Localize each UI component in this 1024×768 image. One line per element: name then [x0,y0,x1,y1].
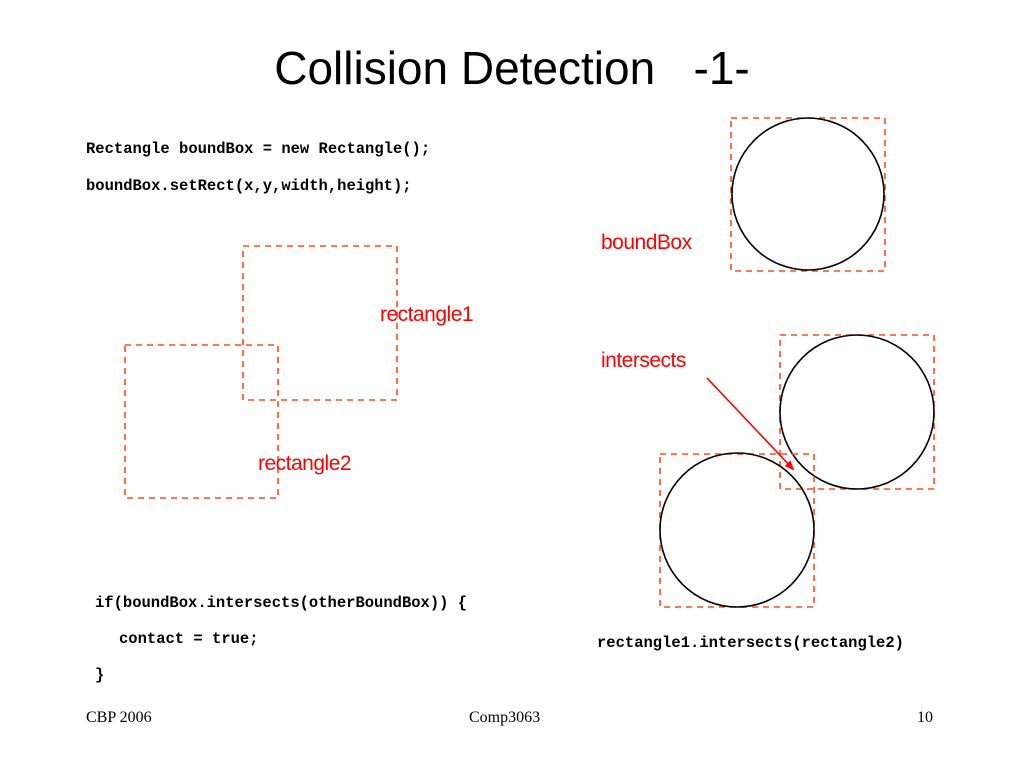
rectangle1-dashed-box [242,245,398,401]
lower-circle-dashed-box [659,453,815,608]
code-line-rectangle-declaration: Rectangle boundBox = new Rectangle(); [86,140,431,158]
upper-circle [779,334,935,490]
boundbox-label: boundBox [601,231,692,254]
rectangle2-dashed-box [124,344,279,499]
intersects-arrow [706,377,795,471]
code-line-contact-true: contact = true; [119,630,259,648]
footer-center: Comp3063 [469,709,541,726]
code-line-closing-brace: } [95,666,105,684]
footer-left: CBP 2006 [86,709,152,726]
rectangle2-label: rectangle2 [258,452,352,475]
rectangle1-label: rectangle1 [380,303,474,326]
code-line-setrect: boundBox.setRect(x,y,width,height); [86,177,412,195]
slide-title: Collision Detection -1- [274,42,750,94]
lower-circle [659,452,815,608]
code-line-if-intersects: if(boundBox.intersects(otherBoundBox)) { [95,594,468,612]
boundbox-circle [731,117,885,271]
intersects-call-caption: rectangle1.intersects(rectangle2) [597,634,904,652]
footer-page-number: 10 [917,709,933,726]
intersects-label: intersects [601,349,686,372]
